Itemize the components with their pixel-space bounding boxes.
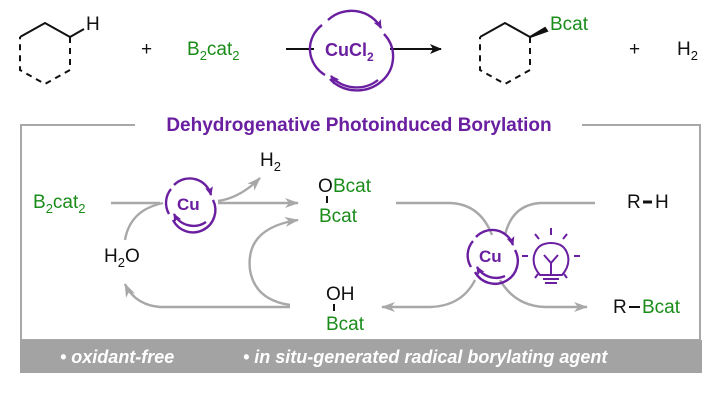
svg-text:Bcat: Bcat [319, 206, 358, 227]
mechanism-title: Dehydrogenative Photoinduced Borylation [166, 115, 551, 136]
feature-oxidant-free: • oxidant-free [60, 347, 174, 367]
cu-label: Cu [177, 195, 200, 214]
svg-text:H: H [655, 192, 669, 213]
svg-text:Bcat: Bcat [326, 314, 365, 335]
cu-label: Cu [479, 247, 502, 266]
obcat-bcat-species: O Bcat Bcat [318, 176, 372, 227]
cucl2-catalyst-cycle: CuCl2 [308, 9, 395, 92]
b2cat2-reagent: B2cat2 [187, 39, 240, 63]
svg-text:Bcat: Bcat [642, 297, 681, 318]
h2o-label: H2O [104, 246, 140, 270]
svg-text:Bcat: Bcat [333, 176, 372, 197]
svg-text:R: R [627, 192, 641, 213]
hobcat-species: OH Bcat [326, 284, 365, 335]
r-h-substrate: R H [627, 192, 669, 213]
features-banner [20, 340, 702, 373]
cu-catalyst-cycle-right: Cu [466, 228, 520, 285]
svg-text:R: R [613, 297, 627, 318]
cyclohexane-structure: H [19, 14, 100, 86]
h2-label: H2 [260, 150, 281, 174]
svg-text:OH: OH [326, 284, 355, 305]
mechanism-frame [20, 124, 701, 341]
cu-catalyst-cycle-left: Cu [164, 177, 217, 234]
cucl2-label: CuCl2 [325, 40, 374, 64]
lightbulb-icon [522, 228, 580, 284]
svg-text:O: O [318, 176, 333, 197]
r-bcat-product: R Bcat [613, 297, 681, 318]
bcat-label: Bcat [550, 14, 589, 35]
b2cat2-label: B2cat2 [33, 192, 86, 216]
plus-sign: + [629, 39, 640, 60]
hydrogen-label: H [86, 14, 100, 35]
feature-radical-borylating-agent: • in situ-generated radical borylating a… [243, 347, 608, 367]
plus-sign: + [141, 39, 152, 60]
left-cycle-arrows [111, 177, 595, 312]
cyclohexyl-bcat-structure: Bcat [479, 14, 589, 86]
h2-byproduct: H2 [677, 39, 698, 63]
